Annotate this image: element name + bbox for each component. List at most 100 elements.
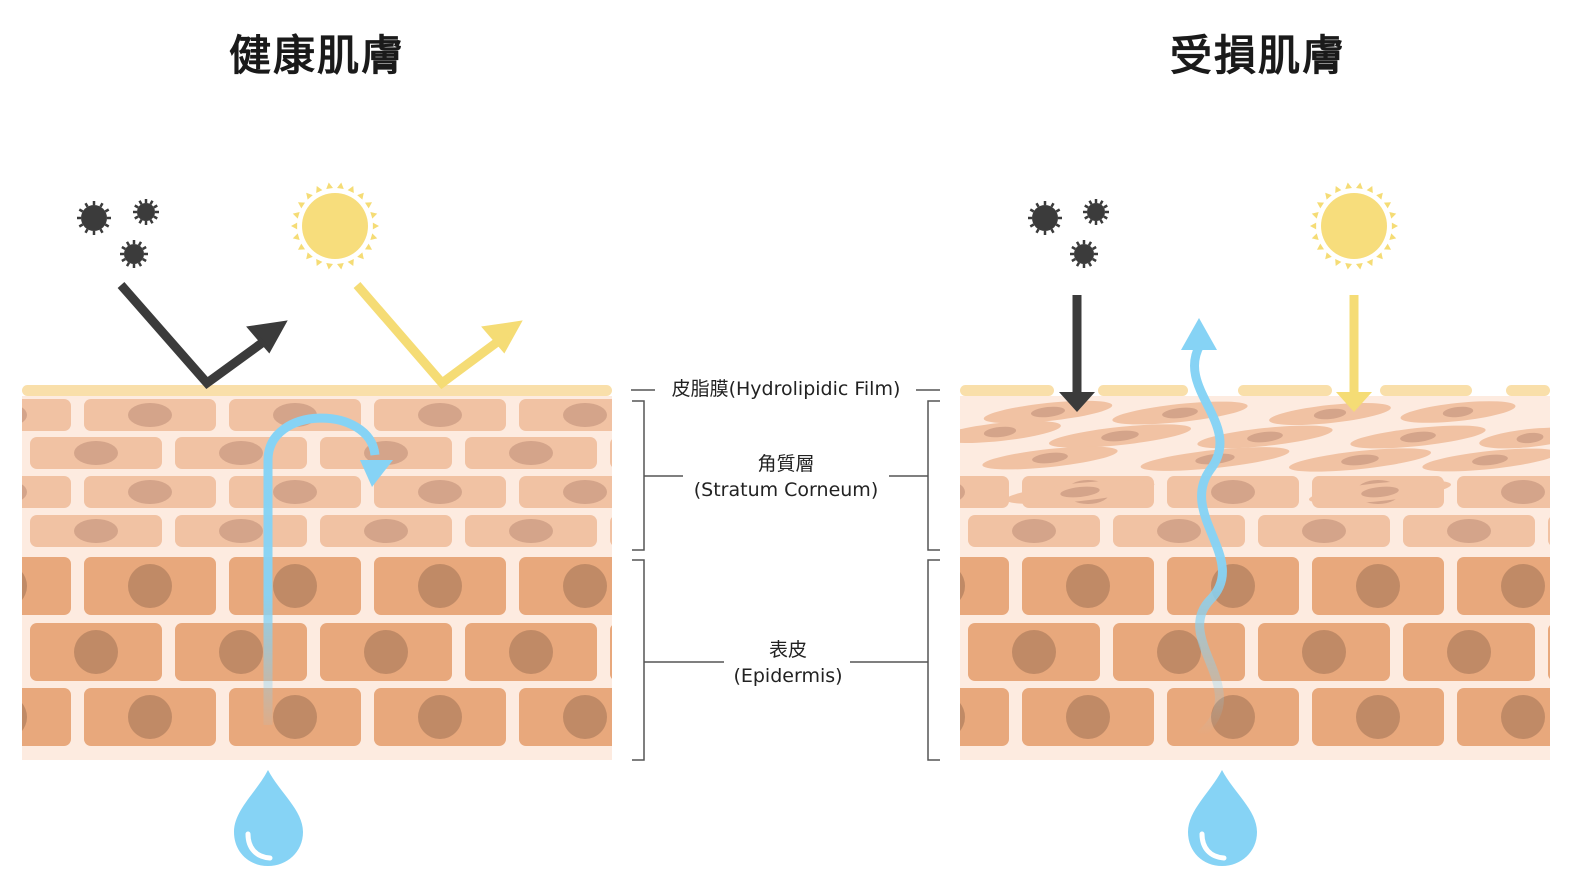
epidermis-nucleus [1447, 630, 1491, 674]
epidermis-cell [22, 688, 71, 746]
corneum-nucleus [418, 403, 462, 427]
healthy-film-layer [22, 385, 612, 396]
pollutant-icon [77, 201, 111, 235]
epidermis-cell [229, 688, 361, 746]
flaky-cell [1005, 480, 1155, 504]
epidermis-cell [1113, 623, 1245, 681]
corneum-nucleus [563, 403, 607, 427]
damaged-uv-penetrate-arrow [1336, 295, 1372, 412]
flaky-nucleus [983, 426, 1017, 438]
flaky-cell [1479, 427, 1550, 449]
epidermis-cell [1022, 688, 1154, 746]
pollutant-icon [1028, 201, 1062, 235]
flaky-nucleus [1472, 454, 1508, 466]
epidermis-cell [960, 557, 1009, 615]
flaky-cell [1048, 424, 1192, 448]
flaky-nucleus [1400, 431, 1436, 443]
flaky-cell [1197, 425, 1333, 449]
flaky-cell [960, 420, 1061, 444]
epidermis-cell [519, 557, 612, 615]
epidermis-nucleus [509, 630, 553, 674]
flaky-cell [1400, 401, 1516, 423]
pollutant-icon [1083, 199, 1109, 225]
corneum-cell [465, 437, 597, 469]
flaky-nucleus [1032, 452, 1068, 464]
corneum-nucleus [22, 407, 27, 423]
flaky-cell [1269, 402, 1391, 426]
epidermis-cell [1167, 688, 1299, 746]
corneum-cell [175, 437, 307, 469]
epidermis-nucleus [273, 564, 317, 608]
epidermis-cell [229, 557, 361, 615]
flaky-cell [1112, 401, 1248, 425]
epidermis-cell [960, 688, 1009, 746]
corneum-nucleus [418, 480, 462, 504]
corneum-cell [374, 476, 506, 508]
corneum-nucleus [74, 441, 118, 465]
corneum-cell [175, 515, 307, 547]
epidermis-cell [374, 557, 506, 615]
epidermis-cell [1258, 623, 1390, 681]
epidermis-nucleus [418, 564, 462, 608]
epidermis-cell [610, 625, 612, 679]
epidermis-nucleus [1501, 695, 1545, 739]
corneum-cell [1403, 515, 1535, 547]
corneum-label-en: (Stratum Corneum) [693, 479, 879, 501]
film-label: 皮脂膜(Hydrolipidic Film) [660, 376, 912, 402]
corneum-nucleus [364, 519, 408, 543]
corneum-cell [1457, 476, 1550, 508]
flaky-nucleus [1162, 407, 1198, 419]
epidermis-cell [30, 623, 162, 681]
pollutant-icon [133, 199, 159, 225]
flaky-cell [1288, 448, 1432, 472]
epidermis-cell [1312, 688, 1444, 746]
flaky-nucleus [1442, 406, 1474, 418]
corneum-cell [320, 515, 452, 547]
corneum-cell [519, 399, 612, 431]
flaky-nucleus [1341, 454, 1379, 466]
corneum-cell [1113, 515, 1245, 547]
damaged-film-segment [1380, 385, 1472, 396]
epidermis-nucleus [128, 564, 172, 608]
sun-icon [1310, 182, 1398, 270]
corneum-cell [1167, 476, 1299, 508]
corneum-nucleus [22, 484, 27, 500]
healthy-skin-title: 健康肌膚 [228, 31, 405, 80]
epidermis-nucleus [1012, 630, 1056, 674]
epidermis-nucleus [1157, 630, 1201, 674]
corneum-cell [1258, 515, 1390, 547]
flaky-nucleus [1060, 486, 1100, 498]
epidermis-cell [1022, 557, 1154, 615]
healthy-skin-block [22, 385, 698, 760]
epidermis-cell [320, 623, 452, 681]
epidermis-nucleus [960, 703, 965, 731]
epidermis-cell [1548, 625, 1550, 679]
sun-icon [291, 182, 379, 270]
corneum-nucleus [654, 519, 698, 543]
epidermis-nucleus [1356, 564, 1400, 608]
epidermis-nucleus [563, 695, 607, 739]
corneum-nucleus [219, 519, 263, 543]
epidermis-cell [84, 688, 216, 746]
epidermis-nucleus [1066, 564, 1110, 608]
pollutant-icon [120, 240, 148, 268]
corneum-nucleus [1211, 480, 1255, 504]
pollutant-icon [1070, 240, 1098, 268]
corneum-nucleus [74, 519, 118, 543]
epidermis-nucleus [1066, 695, 1110, 739]
epidermis-cell [1457, 688, 1550, 746]
corneum-nucleus [1012, 519, 1056, 543]
epidermis-label-en: (Epidermis) [733, 665, 843, 687]
epidermis-cell [1457, 557, 1550, 615]
damaged-pollutant-penetrate-arrow [1059, 295, 1095, 412]
corneum-cell [1548, 517, 1550, 545]
layer-brackets [631, 389, 940, 761]
corneum-cell [610, 439, 612, 467]
flaky-nucleus [1030, 406, 1066, 418]
corneum-cell [374, 399, 506, 431]
epidermis-nucleus [1501, 564, 1545, 608]
corneum-nucleus [128, 403, 172, 427]
damaged-film-segment [1238, 385, 1332, 396]
epidermis-nucleus [219, 630, 263, 674]
